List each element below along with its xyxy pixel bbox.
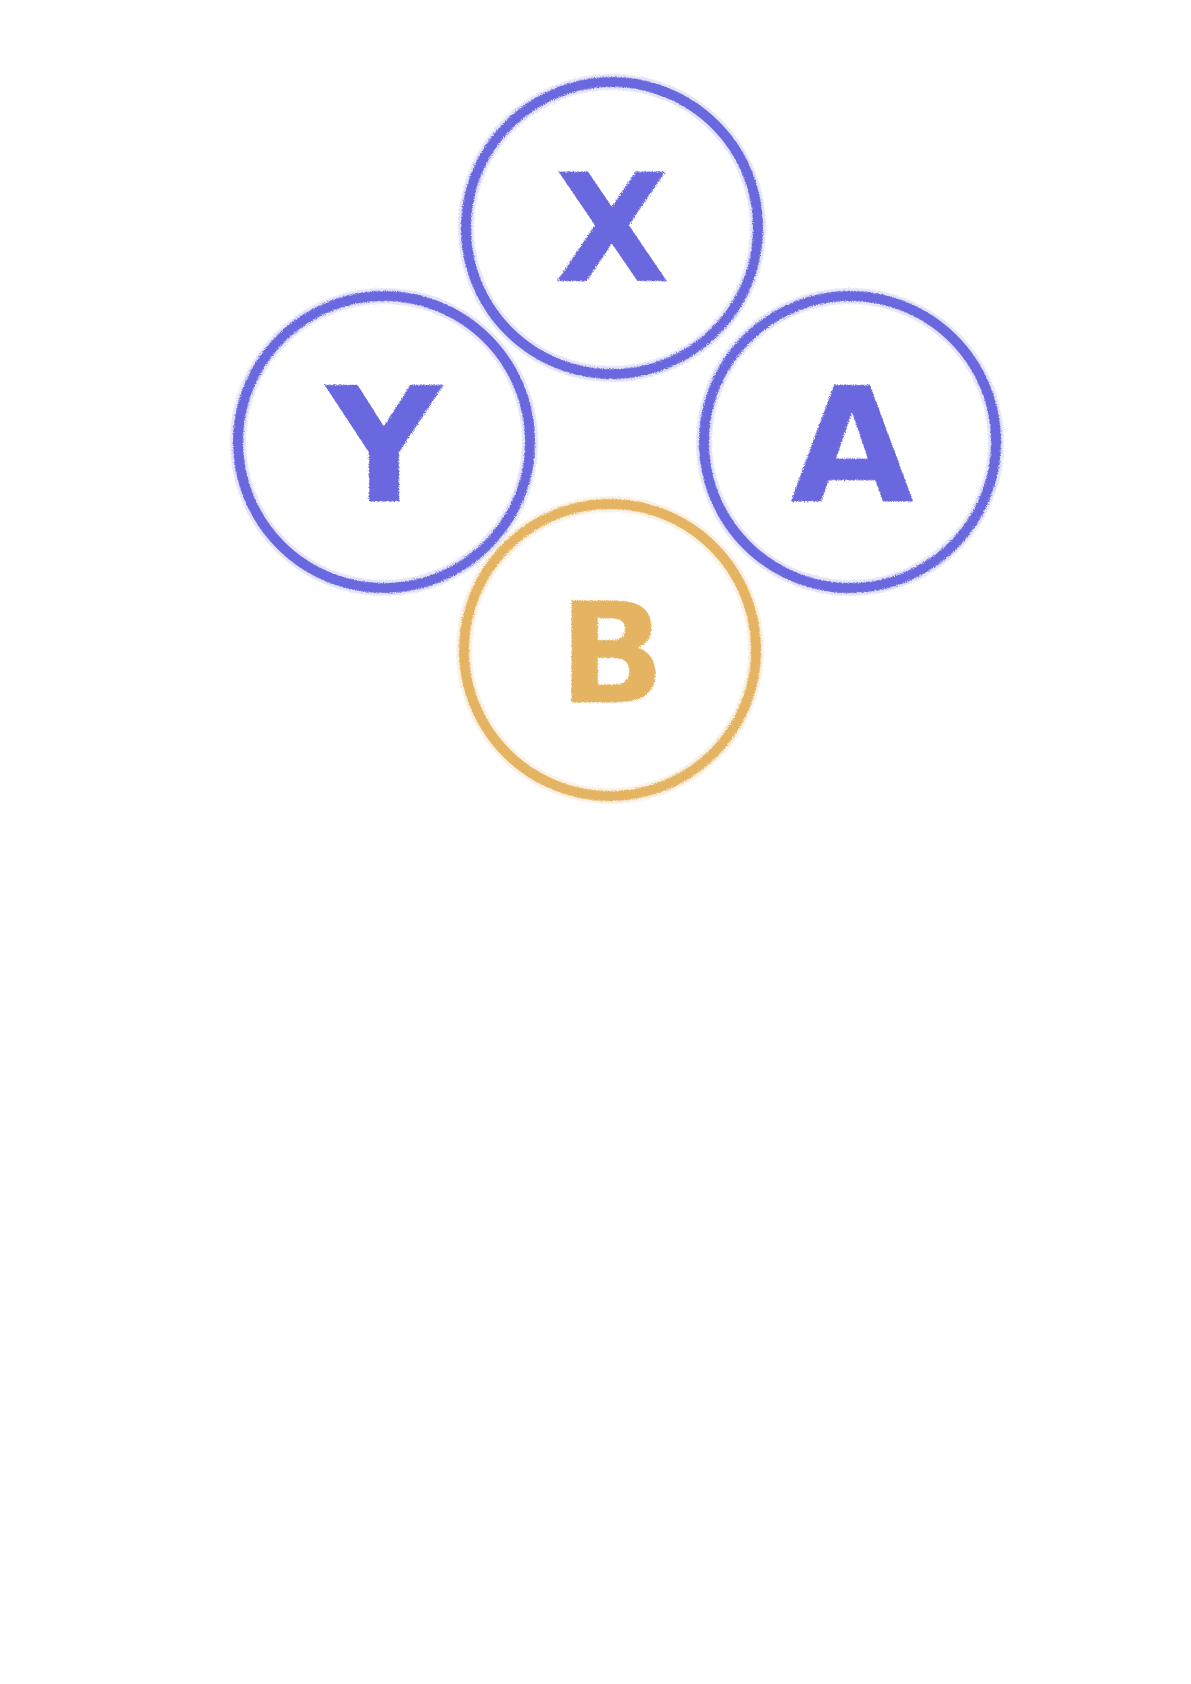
y-button-label: Y [324, 353, 444, 540]
a-button: A [696, 288, 1004, 596]
x-button: X [458, 74, 766, 382]
y-button: Y [230, 288, 538, 596]
b-button-ring [459, 499, 761, 801]
b-button-label: B [559, 574, 666, 737]
a-button-ring [699, 291, 1001, 593]
a-button-label: A [790, 353, 914, 540]
b-button: B [456, 496, 764, 804]
x-button-ring [461, 77, 763, 379]
x-button-label: X [554, 143, 670, 317]
y-button-ring [233, 291, 535, 593]
